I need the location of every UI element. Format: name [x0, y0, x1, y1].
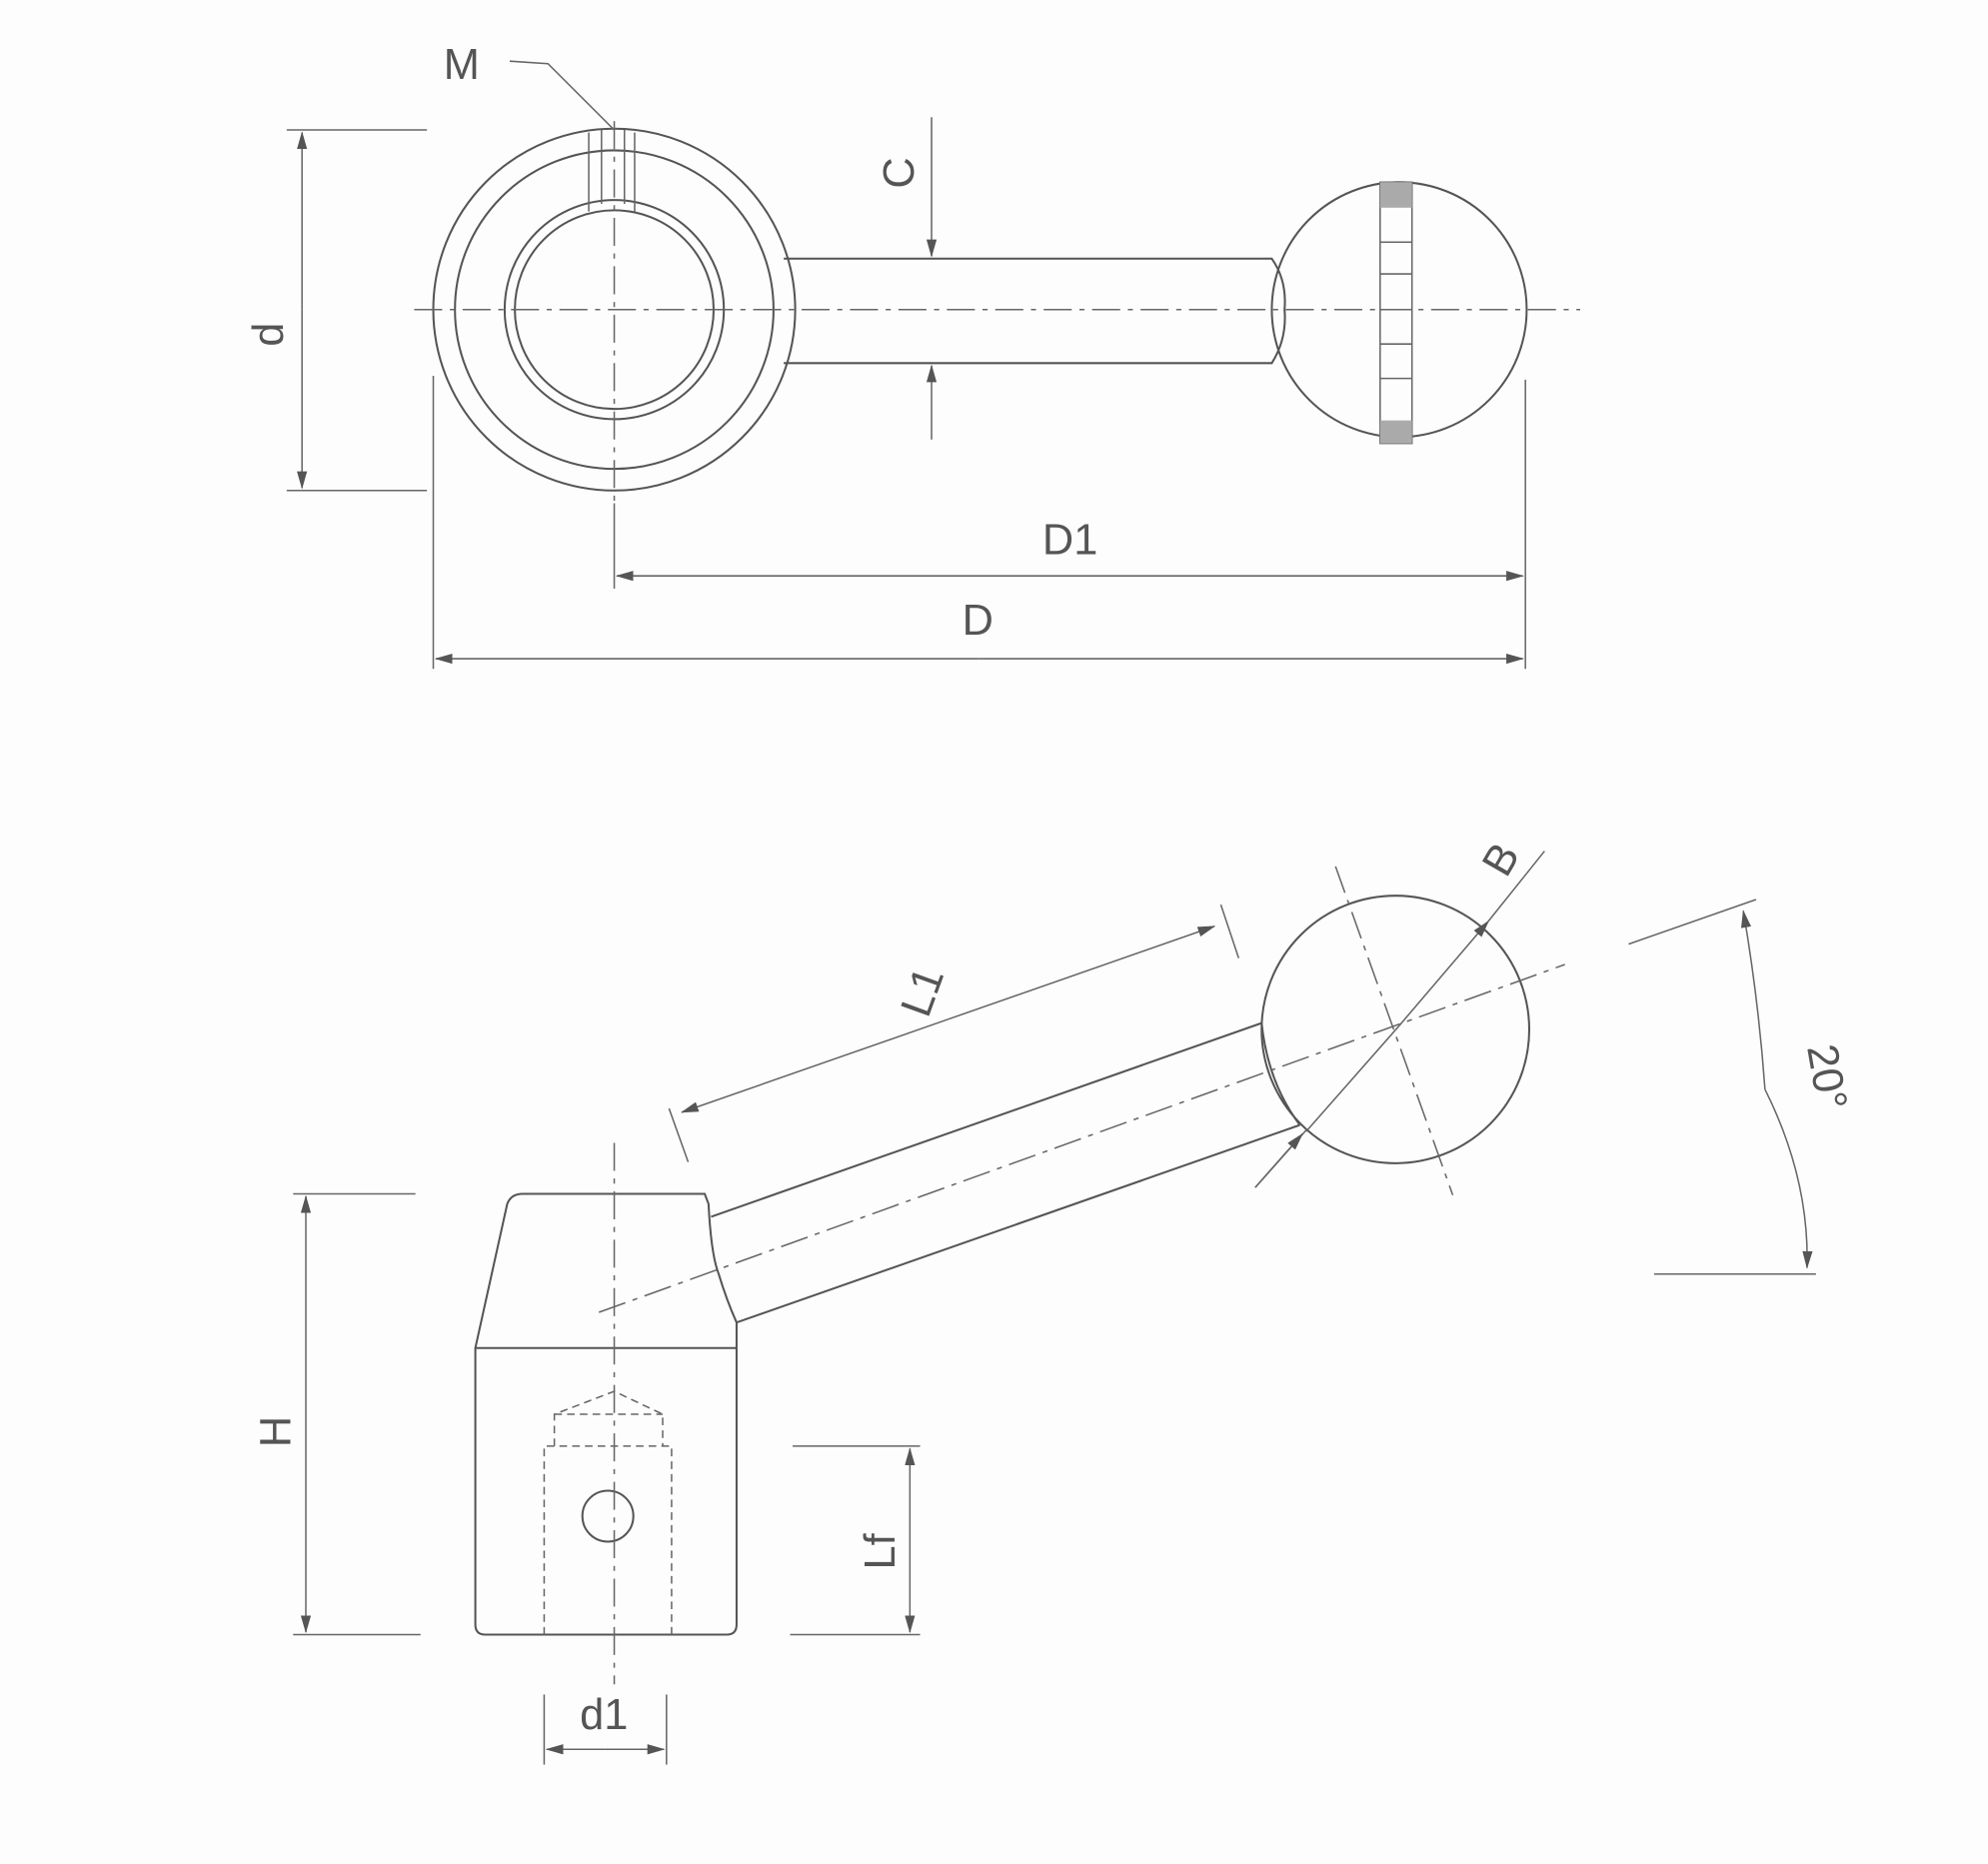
label-d: d: [245, 323, 293, 347]
side-ball-knob: [1260, 895, 1531, 1164]
cross-hole: [581, 1489, 635, 1543]
arm-centerline: [598, 963, 1565, 1313]
dimension-angle: 20°: [1628, 899, 1856, 1275]
label-b: B: [1473, 836, 1529, 885]
dimension-l1: L1: [668, 904, 1240, 1162]
dimension-b: B: [1254, 836, 1545, 1188]
dimension-c: C: [876, 117, 938, 440]
label-m: M: [444, 41, 480, 89]
arm-ball-neck: [1260, 1022, 1301, 1126]
hub-block: [474, 1192, 738, 1636]
dimension-d1: D1: [613, 379, 1526, 670]
arm-top-edge: [711, 1021, 1262, 1218]
label-d1-bottom: d1: [580, 1691, 628, 1739]
arm-bottom-edge: [736, 1123, 1300, 1324]
label-angle: 20°: [1797, 1040, 1856, 1113]
label-lf: Lf: [857, 1532, 905, 1569]
dimension-h: H: [253, 1192, 421, 1636]
side-view: L1 B 20° H Lf: [253, 836, 1856, 1765]
set-screw-slot: [588, 130, 636, 212]
dimension-d: d: [245, 129, 428, 492]
hidden-bore: [543, 1390, 673, 1635]
label-c: C: [876, 157, 924, 188]
top-view: M d C D1 D: [245, 41, 1580, 670]
dimension-lf: Lf: [790, 1445, 921, 1636]
ball-centerline: [1334, 866, 1454, 1195]
lever-arm: [784, 257, 1286, 365]
m-leader-line: [509, 60, 616, 131]
dimension-overall-d: D: [432, 376, 1524, 670]
label-l1: L1: [892, 961, 954, 1023]
dimension-d1-bottom: d1: [543, 1691, 668, 1765]
label-d1-top: D1: [1042, 517, 1097, 565]
label-h: H: [253, 1416, 301, 1447]
label-overall-d: D: [963, 597, 994, 645]
knurl-band: [1379, 181, 1413, 445]
